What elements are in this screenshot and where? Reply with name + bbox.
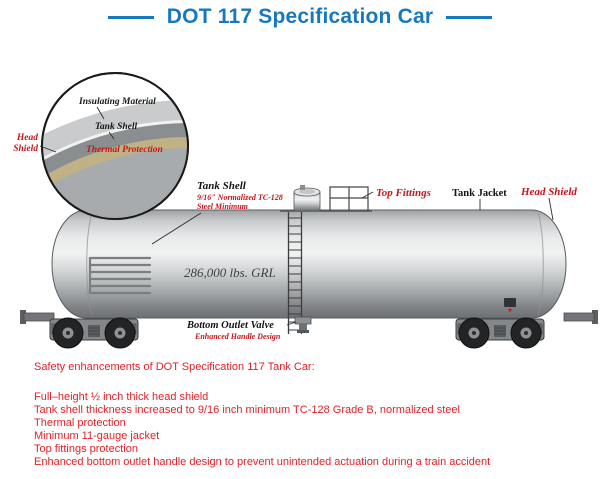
note-item: Top fittings protection xyxy=(34,443,138,455)
top-fittings-leader xyxy=(361,191,374,199)
top-fittings-label: Top Fittings xyxy=(376,187,431,199)
side-sensor xyxy=(504,298,516,307)
note-item: Minimum 11-gauge jacket xyxy=(34,430,160,442)
bottom-outlet-sub-label: Enhanced Handle Design xyxy=(194,332,281,341)
head-shield-left-label-line2: Shield xyxy=(13,144,38,154)
fittings-protective-housing xyxy=(329,186,369,211)
grl-marking: 286,000 lbs. GRL xyxy=(184,265,276,280)
tank-jacket-label: Tank Jacket xyxy=(452,188,507,199)
notes-gap xyxy=(34,374,590,391)
insulating-leader xyxy=(96,106,105,120)
head-shield-right-leader xyxy=(548,197,554,221)
callout-leaders xyxy=(151,191,554,326)
sensor-light xyxy=(508,308,512,312)
left-truck xyxy=(49,317,139,349)
heater-coils xyxy=(88,256,152,295)
head-shield-left-label-line1: Head xyxy=(16,133,38,143)
tank-shell-label: Tank Shell xyxy=(197,180,247,192)
right-coupler xyxy=(563,310,598,324)
tank-shell-spec-line2: Steel Minimum xyxy=(197,202,248,211)
notes-heading: Safety enhancements of DOT Specification… xyxy=(34,361,315,373)
valve-fitting xyxy=(300,185,305,190)
top-fittings xyxy=(280,185,372,212)
safety-notes: Safety enhancements of DOT Specification… xyxy=(34,361,590,469)
thermal-protection-label: Thermal Protection xyxy=(86,145,163,155)
bottom-outlet-valve xyxy=(294,316,312,333)
tank-shell-spec-line1: 9/16" Normalized TC-128 xyxy=(197,193,283,202)
bottom-outlet-leader xyxy=(286,321,297,326)
left-head-seam xyxy=(86,212,93,316)
left-coupler xyxy=(20,310,55,324)
header: DOT 117 Specification Car xyxy=(0,5,600,29)
note-item: Thermal protection xyxy=(34,417,126,429)
insulating-material-label: Insulating Material xyxy=(78,97,156,107)
head-shield-seam xyxy=(537,212,544,316)
right-truck xyxy=(455,317,545,349)
tank-body xyxy=(51,209,567,319)
tank-car-diagram: Insulating Material Tank Shell Thermal P… xyxy=(13,72,598,349)
page-title: DOT 117 Specification Car xyxy=(166,5,434,28)
head-shield-left-leader xyxy=(39,145,57,153)
tank-shell-leader xyxy=(151,212,202,245)
cross-section-inset: Insulating Material Tank Shell Thermal P… xyxy=(13,72,189,220)
inset-shell-leader xyxy=(108,131,115,140)
note-item: Tank shell thickness increased to 9/16 i… xyxy=(34,404,460,416)
dome-cap xyxy=(299,189,315,194)
title-rule-right xyxy=(446,15,493,19)
title-rule-left xyxy=(107,15,154,19)
note-item: Enhanced bottom outlet handle design to … xyxy=(34,456,491,468)
bottom-outlet-label: Bottom Outlet Valve xyxy=(186,320,274,331)
inset-tank-shell-label: Tank Shell xyxy=(95,122,138,132)
head-shield-right-label: Head Shield xyxy=(520,186,577,198)
note-item: Full–height ½ inch thick head shield xyxy=(34,391,209,403)
